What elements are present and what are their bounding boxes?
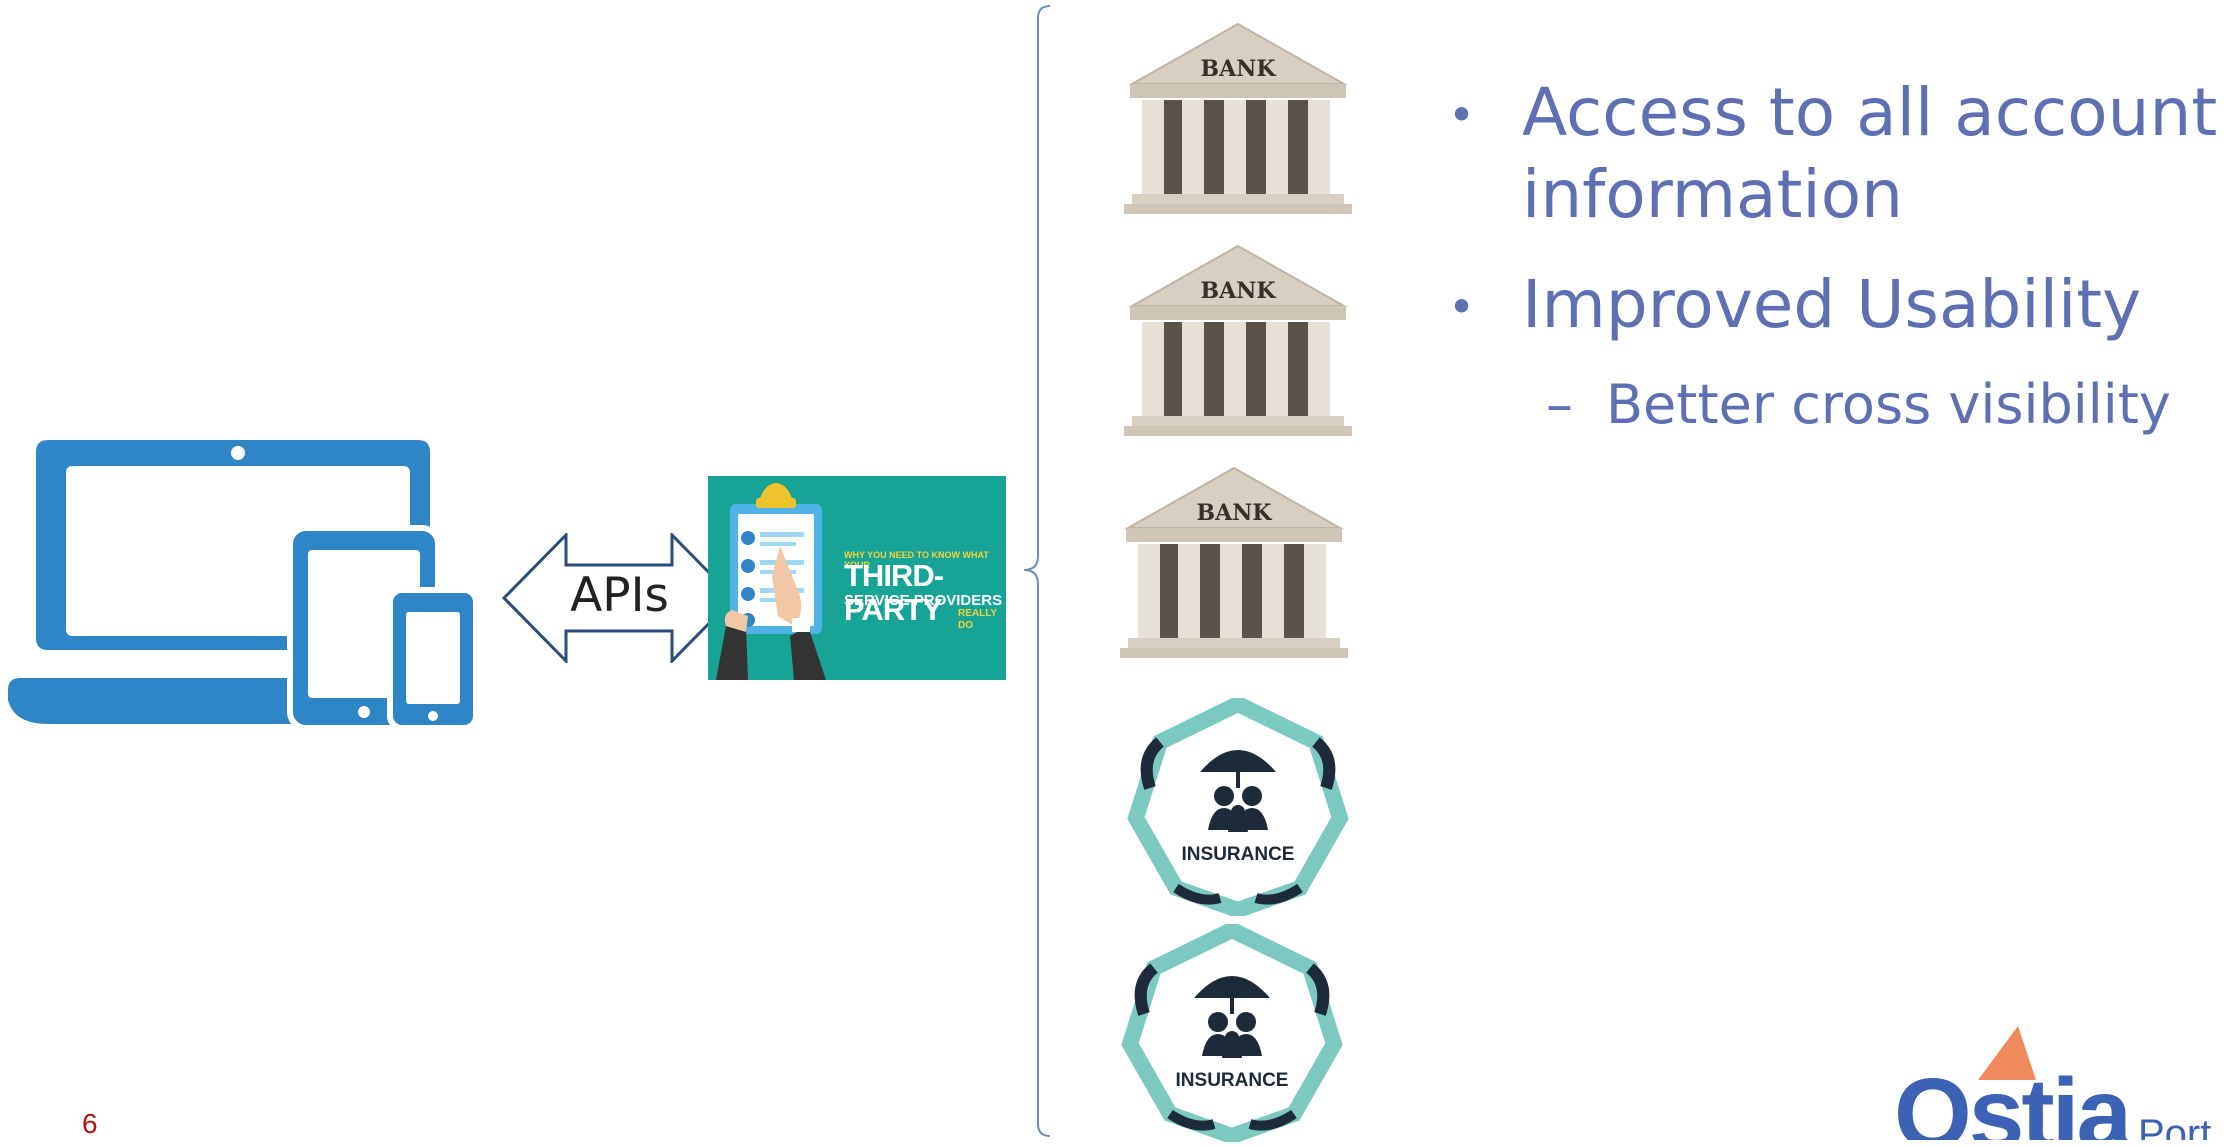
logo-triangle-icon [1978,1026,2036,1080]
umbrella-icon [1194,976,1270,1014]
bullet-text: Access to all account information [1522,74,2218,233]
institutions-column: BANK BANK [1120,18,1356,1145]
sub-bullet-text: Better cross visibility [1606,373,2171,436]
bank-icon: BANK [1120,18,1356,228]
bank-label: BANK [1200,56,1276,82]
ostia-logo: Ostia Port [1886,1024,2236,1140]
insurance-label: INSURANCE [1181,844,1295,865]
card-subtitle: SERVICE PROVIDERS [844,592,1003,609]
bullet-marker: • [1448,88,1476,142]
api-label: APIs [570,568,669,623]
clipboard-icon [716,483,826,680]
logo-sub-text: Port [2138,1112,2212,1140]
third-party-card: WHY YOU NEED TO KNOW WHAT YOUR THIRD-PAR… [708,476,1006,680]
bank-label: BANK [1196,500,1272,526]
bullet-marker: • [1448,280,1476,334]
devices-illustration [8,440,478,730]
card-tagline: REALLY DO [958,608,997,631]
card-small-caption: WHY YOU NEED TO KNOW WHAT YOUR [844,550,989,570]
umbrella-icon [1200,750,1276,788]
curly-brace [1023,5,1051,1137]
sub-bullet-marker: – [1546,373,1573,436]
bullet-item: • Improved Usability [1448,264,2236,354]
bank-icon: BANK [1120,240,1356,450]
bank-icon: BANK [1116,462,1352,672]
phone-icon [387,587,478,730]
bank-label: BANK [1200,278,1276,304]
logo-main-text: Ostia [1894,1058,2132,1140]
insurance-icon: INSURANCE [1114,921,1350,1145]
insurance-label: INSURANCE [1175,1070,1289,1091]
page-number: 6 [82,1108,98,1139]
card-title: THIRD-PARTY [844,558,944,627]
insurance-icon: INSURANCE [1120,695,1356,919]
bullet-text: Improved Usability [1522,266,2142,343]
bullet-item: • Access to all account information [1448,72,2236,242]
